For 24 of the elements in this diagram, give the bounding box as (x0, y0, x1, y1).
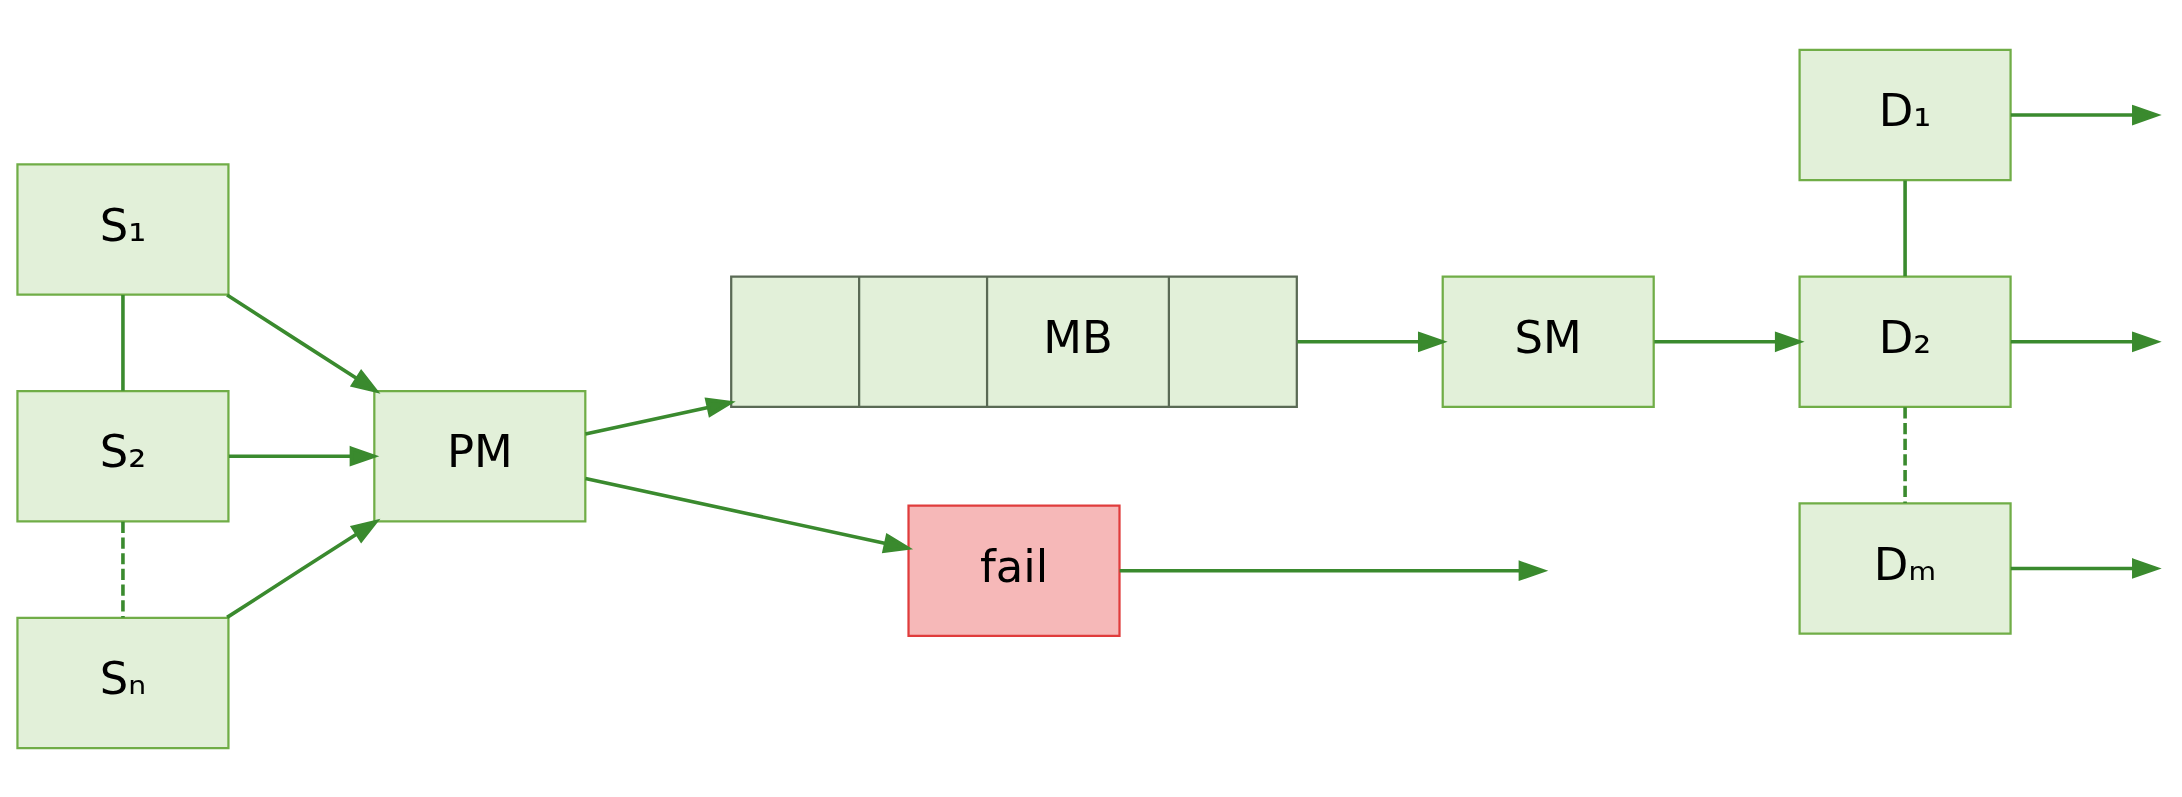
arrow (229, 445, 380, 467)
connector (1903, 180, 1907, 276)
node-box: S₁ (16, 162, 230, 296)
arrow (1119, 559, 1549, 581)
connector (121, 294, 125, 391)
arrow (1297, 330, 1448, 352)
node-box: S₂ (16, 389, 230, 522)
arrow (226, 518, 381, 619)
node-box: SM (1441, 275, 1655, 408)
node-box: D₁ (1798, 48, 2012, 181)
node-box: Dₘ (1798, 501, 2012, 635)
node-box: PM (373, 389, 587, 522)
node-box: Sₙ (16, 616, 230, 749)
connector (121, 521, 125, 617)
arrow (2010, 104, 2162, 125)
arrow (1654, 330, 1805, 352)
node-box: fail (907, 504, 1121, 637)
arrow (585, 476, 914, 553)
node-box: D₂ (1798, 275, 2012, 408)
arrow (226, 293, 381, 394)
arrow (585, 397, 736, 436)
connector (1903, 406, 1907, 503)
arrow (2010, 557, 2162, 579)
arrow (2010, 330, 2162, 352)
